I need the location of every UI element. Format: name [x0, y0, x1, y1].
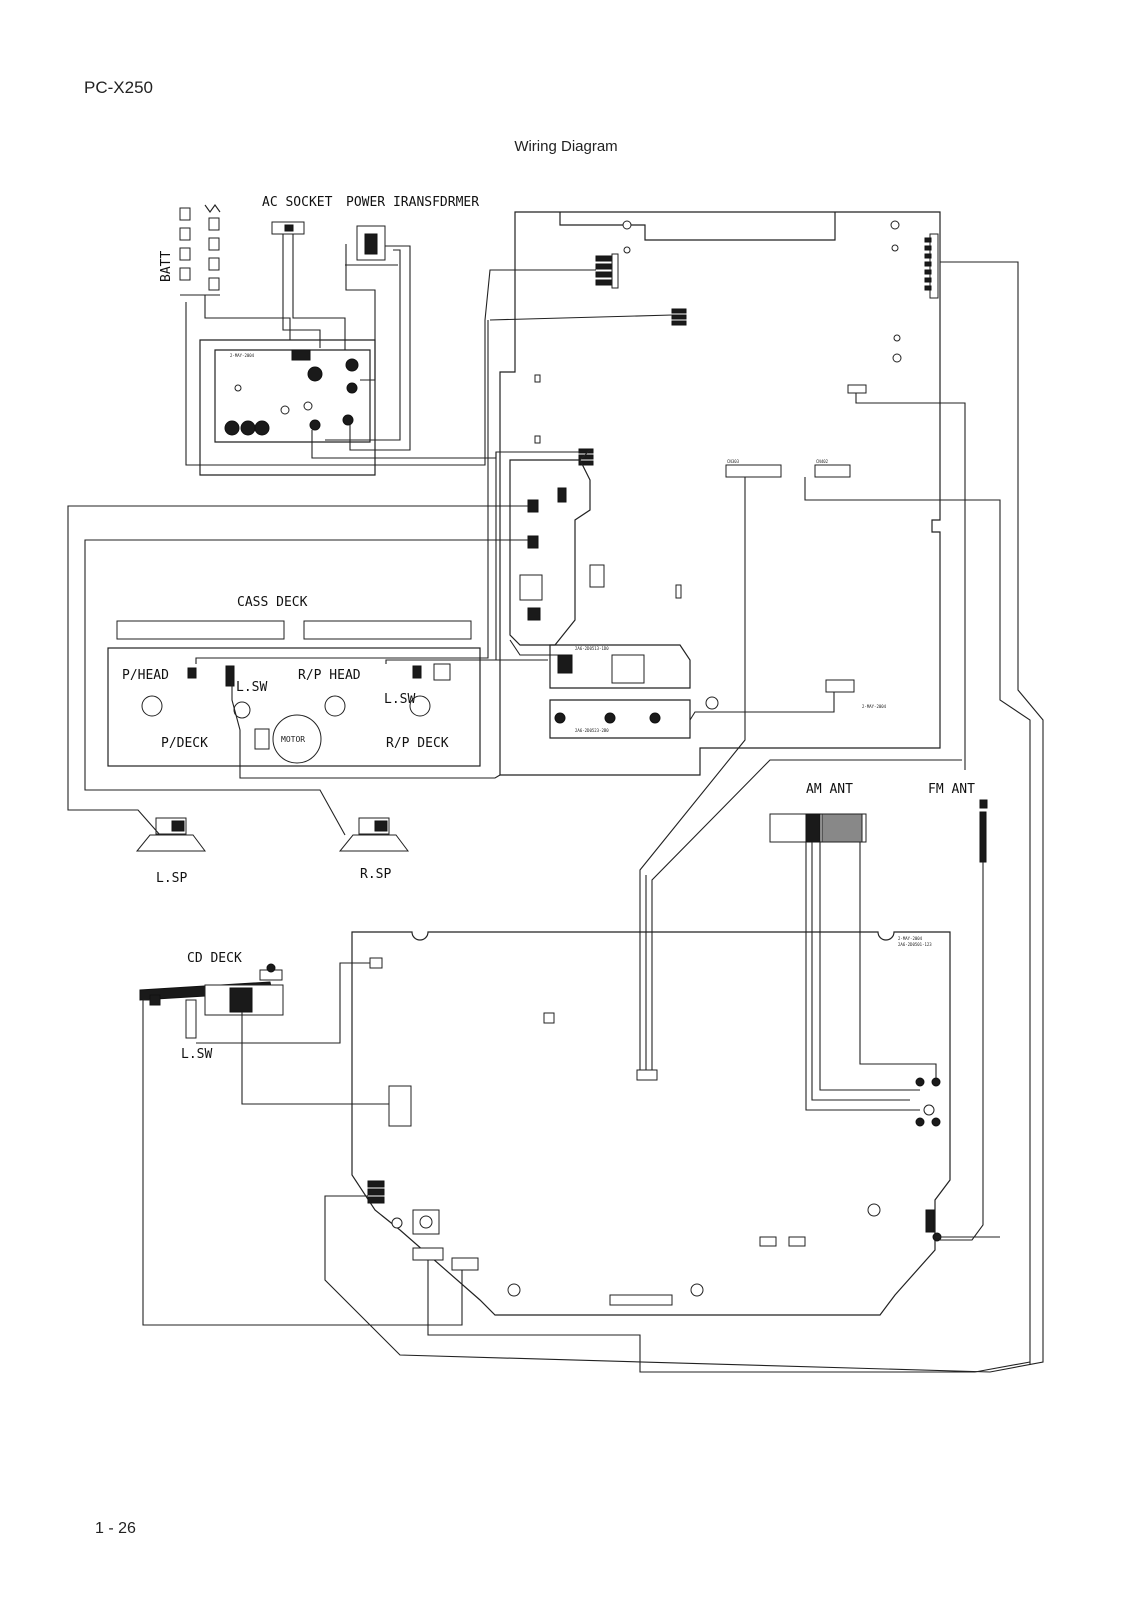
svg-text:CN402: CN402	[816, 459, 829, 464]
svg-text:CN303: CN303	[727, 459, 740, 464]
label-lsw-left: L.SW	[236, 680, 267, 695]
label-rp-head: R/P HEAD	[298, 668, 361, 683]
label-am-ant: AM ANT	[806, 782, 853, 797]
svg-text:2-MAY-2004: 2-MAY-2004	[862, 704, 887, 709]
right-speaker	[338, 817, 409, 852]
label-power-transformer: POWER IRANSFDRMER	[346, 195, 479, 210]
power-transformer	[345, 225, 398, 266]
am-antenna	[769, 813, 867, 843]
label-cass-deck: CASS DECK	[237, 595, 308, 610]
label-r-sp: R.SP	[360, 867, 391, 882]
label-p-deck: P/DECK	[161, 736, 208, 751]
battery-holder	[179, 204, 221, 296]
main-board	[499, 211, 941, 776]
label-p-head: P/HEAD	[122, 668, 169, 683]
label-motor: MOTOR	[281, 735, 305, 744]
svg-text:2A6-2D0501-123: 2A6-2D0501-123	[898, 942, 932, 947]
page-header-model: PC-X250	[84, 78, 153, 97]
power-board: 2-MAY-2004	[199, 339, 376, 476]
cd-deck-mechanism	[139, 963, 284, 1039]
label-lsw-right: L.SW	[384, 692, 415, 707]
svg-text:2-MAY-2004: 2-MAY-2004	[230, 353, 255, 358]
switch-sub-board	[509, 459, 605, 646]
main-board-connectors: CN303 CN402 2-MAY-2004	[578, 233, 939, 709]
label-rp-deck: R/P DECK	[386, 736, 449, 751]
svg-text:2A6-2D0523-2B0: 2A6-2D0523-2B0	[575, 728, 609, 733]
page-number: 1 - 26	[95, 1520, 136, 1537]
cd-board: 2-MAY-2004 2A6-2D0501-123	[351, 931, 951, 1316]
cassette-deck	[107, 620, 481, 767]
label-cd-lsw: L.SW	[181, 1047, 212, 1062]
diagram-labels: AC SOCKET POWER IRANSFDRMER BATT CASS DE…	[122, 195, 975, 1062]
diagram-title: Wiring Diagram	[514, 138, 618, 155]
label-batt: BATT	[159, 251, 174, 282]
label-fm-ant: FM ANT	[928, 782, 975, 797]
tuner-sub-boards: 2A6-2D0513-1D0 2A6-2D0523-2B0	[549, 644, 719, 739]
wiring-harness	[67, 234, 1044, 1373]
svg-text:2-MAY-2004: 2-MAY-2004	[898, 936, 923, 941]
fm-antenna	[979, 799, 988, 863]
label-ac-socket: AC SOCKET	[262, 195, 333, 210]
motor-circle	[272, 714, 322, 764]
label-l-sp: L.SP	[156, 871, 187, 886]
ac-socket	[271, 221, 305, 235]
label-cd-deck: CD DECK	[187, 951, 242, 966]
svg-text:2A6-2D0513-1D0: 2A6-2D0513-1D0	[575, 646, 609, 651]
left-speaker	[135, 817, 206, 852]
